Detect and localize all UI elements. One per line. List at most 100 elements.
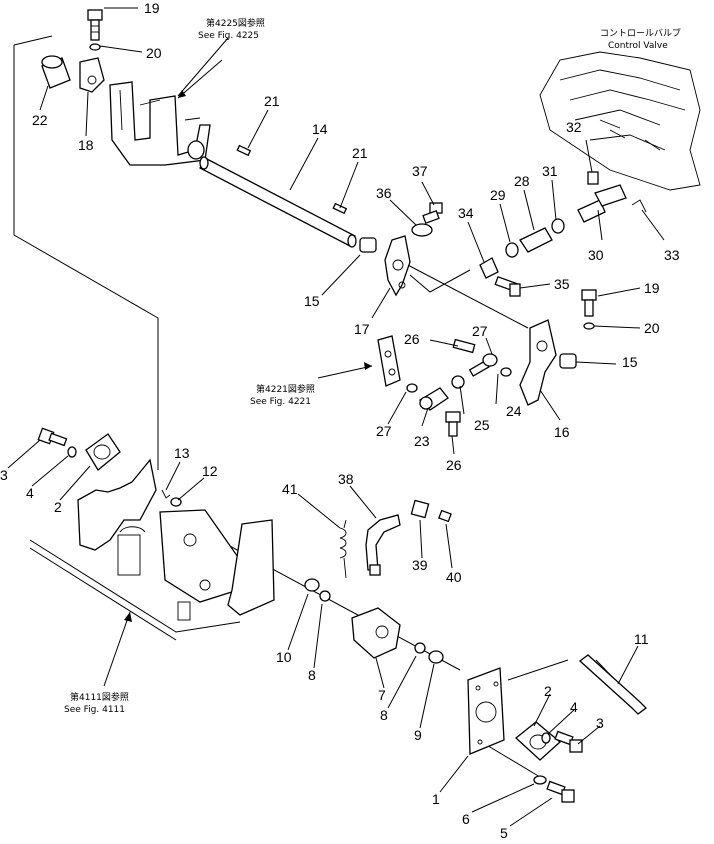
bushing-22: [41, 55, 71, 89]
label-3-left: 3: [0, 467, 8, 483]
bolt-26-lower: [445, 411, 461, 437]
part-labels: 19 20 22 18 21 14 21 15 17 36 37 34 29 2…: [0, 0, 680, 841]
label-40: 40: [446, 569, 462, 585]
label-4-right: 4: [570, 699, 578, 715]
label-29: 29: [490, 187, 506, 203]
label-14: 14: [312, 121, 328, 137]
label-37: 37: [412, 163, 428, 179]
label-16: 16: [554, 424, 570, 440]
pin-13: [161, 489, 171, 499]
bolt-11: [578, 654, 647, 715]
label-2-left: 2: [54, 499, 62, 515]
bolt-19-lower: [581, 289, 597, 330]
washer-27-right: [500, 367, 512, 377]
ref-4221-en: See Fig. 4221: [250, 397, 311, 407]
label-18: 18: [78, 137, 94, 153]
bushing-9: [428, 650, 444, 664]
bushing-15-upper: [359, 237, 377, 253]
bolt-19-top: [87, 9, 103, 51]
shaft-14: [199, 156, 357, 248]
label-41: 41: [282, 481, 298, 497]
upper-bracket-assembly: [109, 81, 211, 166]
label-26-lower: 26: [446, 457, 462, 473]
washer-4-left: [67, 446, 77, 458]
bolt-24: [468, 353, 498, 377]
washer-4-right: [541, 732, 551, 744]
label-9: 9: [414, 727, 422, 743]
label-19-top: 19: [144, 0, 160, 16]
nut-39: [410, 499, 430, 519]
lever-16: [519, 319, 557, 406]
collar-8-right: [414, 642, 426, 654]
label-5: 5: [500, 825, 508, 841]
flange-2-right: [515, 721, 561, 761]
bracket-4221: [377, 335, 401, 387]
label-38: 38: [338, 471, 354, 487]
label-27-lower: 27: [376, 423, 392, 439]
label-15-lower: 15: [622, 354, 638, 370]
label-21-b: 21: [352, 145, 368, 161]
label-33: 33: [664, 247, 680, 263]
label-10: 10: [276, 649, 292, 665]
label-22: 22: [32, 112, 48, 128]
washer-27-left: [406, 383, 418, 393]
linkage-rod: [479, 171, 647, 279]
label-26-upper: 26: [404, 331, 420, 347]
bolt-35: [494, 275, 521, 297]
label-36: 36: [376, 185, 392, 201]
reference-notes: 第4225図参照 See Fig. 4225 コントロールバルブ Control…: [64, 17, 681, 715]
ref-4225-en: See Fig. 4225: [198, 31, 259, 41]
washer-36: [411, 223, 433, 237]
label-35: 35: [554, 276, 570, 292]
label-17: 17: [354, 321, 370, 337]
ref-4111-en: See Fig. 4111: [64, 705, 125, 715]
label-15-upper: 15: [304, 293, 320, 309]
guide-lines: [13, 35, 645, 781]
label-11: 11: [634, 631, 649, 647]
bolt-5: [546, 780, 575, 803]
label-32: 32: [566, 119, 582, 135]
label-3-right: 3: [596, 715, 604, 731]
label-24: 24: [506, 403, 522, 419]
bracket-7: [351, 607, 401, 659]
label-34: 34: [458, 205, 474, 221]
label-20-top: 20: [146, 45, 162, 61]
label-1: 1: [432, 791, 440, 807]
lever-17: [384, 235, 411, 297]
nut-25: [451, 375, 465, 389]
label-20-lower: 20: [644, 320, 660, 336]
washer-6: [533, 775, 547, 785]
bushing-10: [304, 578, 320, 592]
lower-frame: [77, 458, 275, 621]
control-valve: [539, 51, 701, 191]
ref-control-valve-en: Control Valve: [608, 41, 668, 51]
label-28: 28: [514, 173, 530, 189]
label-8-left: 8: [308, 667, 316, 683]
label-21-a: 21: [264, 93, 280, 109]
label-25: 25: [474, 417, 490, 433]
spring-41: [339, 519, 347, 579]
label-6: 6: [462, 811, 470, 827]
label-19-lower: 19: [644, 280, 660, 296]
plate-1: [467, 667, 505, 755]
flange-2-left: [85, 433, 121, 471]
label-23: 23: [414, 433, 430, 449]
bushing-15-lower: [559, 353, 577, 369]
key-21-a: [236, 144, 252, 157]
rod-end-23: [418, 387, 449, 411]
clamp-18: [79, 57, 105, 93]
ref-control-valve-jp: コントロールバルブ: [600, 27, 681, 39]
label-13: 13: [174, 445, 190, 461]
ref-4225-jp: 第4225図参照: [206, 17, 265, 29]
label-2-right: 2: [544, 683, 552, 699]
rod-38: [365, 514, 401, 576]
label-30: 30: [588, 247, 604, 263]
ref-4111-jp: 第4111図参照: [70, 691, 129, 703]
key-21-b: [332, 202, 348, 215]
bolt-3-left: [37, 427, 68, 447]
label-27-upper: 27: [472, 323, 488, 339]
label-8-right: 8: [380, 707, 388, 723]
ref-4221-jp: 第4221図参照: [256, 383, 315, 395]
label-31: 31: [542, 163, 558, 179]
